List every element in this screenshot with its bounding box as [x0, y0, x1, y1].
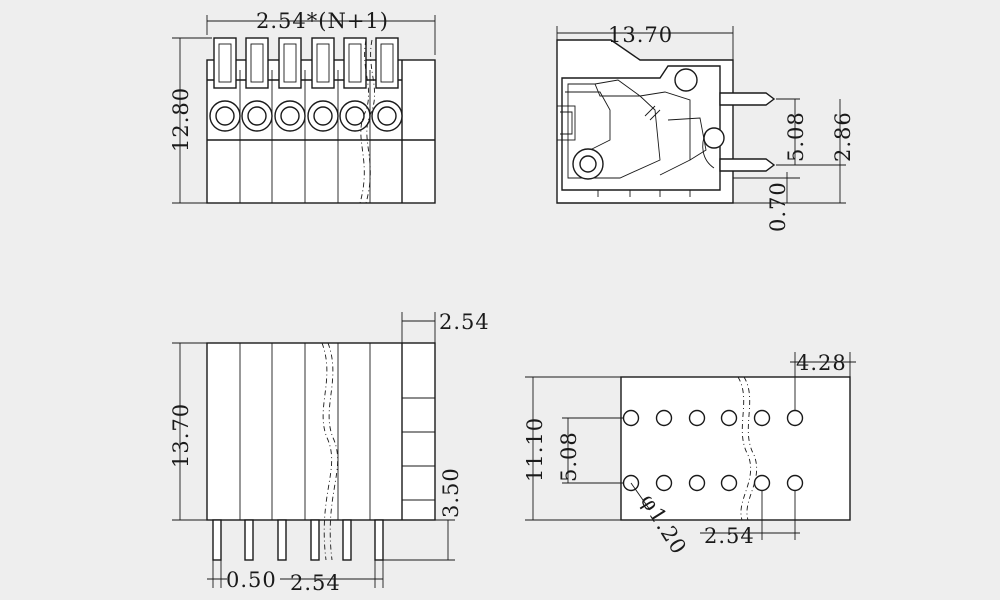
dim-pitch-formula: 2.54*(N+1) — [256, 9, 389, 33]
front-view-dividers — [239, 70, 371, 203]
rear-view-dividers — [239, 343, 403, 520]
rear-view-pins — [212, 519, 384, 561]
pcb-holes-top-row — [622, 409, 804, 427]
dim-depth-side: 13.70 — [608, 23, 673, 47]
dim-pin-length-bottom: 3.50 — [439, 467, 463, 518]
dim-pcb-pitch: 2.54 — [704, 524, 755, 548]
dim-pin-height-side: 2.86 — [831, 111, 855, 162]
dim-pcb-end-offset: 4.28 — [796, 351, 847, 375]
dim-pcb-row-spacing: 5.08 — [557, 431, 581, 482]
side-view: 13.70 5.08 2.86 0.70 — [556, 23, 855, 232]
dim-pcb-depth: 11.10 — [523, 417, 547, 482]
dim-pin-pitch-bottom: 2.54 — [290, 571, 341, 595]
dim-pin-width-bottom: 0.50 — [226, 568, 277, 592]
rear-view: 2.54 13.70 3.50 0.50 2.54 — [169, 310, 490, 595]
side-view-pins — [719, 92, 776, 172]
dim-height-bottom: 13.70 — [169, 403, 193, 468]
dim-pin-base-side: 0.70 — [766, 181, 790, 232]
front-view-wire-holes — [209, 100, 403, 132]
dim-height-front: 12.80 — [169, 87, 193, 152]
break-line — [359, 39, 370, 204]
break-line — [321, 342, 333, 561]
front-view: 2.54*(N+1) 12.80 — [169, 9, 436, 204]
dim-end-pitch-bottom: 2.54 — [439, 310, 490, 334]
pcb-layout: 4.28 11.10 5.08 φ1.20 2.54 — [523, 351, 856, 559]
dim-pin-offset-side: 5.08 — [784, 111, 808, 162]
front-view-levers — [213, 37, 399, 89]
